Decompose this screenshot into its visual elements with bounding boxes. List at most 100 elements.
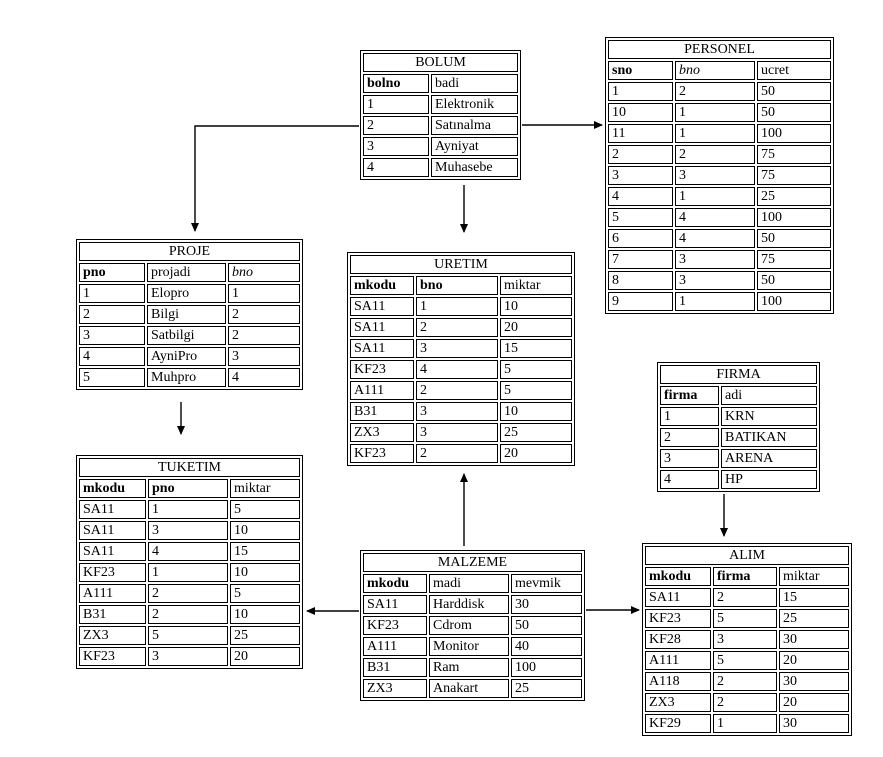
cell: KF28 <box>645 630 711 649</box>
cell: SA11 <box>350 339 414 358</box>
cell: 2 <box>713 693 777 712</box>
cell: 75 <box>757 145 832 164</box>
cell: KF23 <box>645 609 711 628</box>
table-title-bolum: BOLUM <box>363 53 518 72</box>
cell: 100 <box>757 292 832 311</box>
cell: 2 <box>228 305 300 324</box>
table-title-alim: ALIM <box>645 546 850 565</box>
cell: 5 <box>500 381 573 400</box>
cell: B31 <box>79 605 146 624</box>
cell: 30 <box>511 595 582 614</box>
cell: SA11 <box>79 542 146 561</box>
cell: 3 <box>79 326 145 345</box>
cell: 5 <box>713 609 777 628</box>
cell: SA11 <box>350 318 414 337</box>
cell: 40 <box>511 637 582 656</box>
cell: 4 <box>148 542 228 561</box>
cell: B31 <box>350 402 414 421</box>
cell: 3 <box>148 521 228 540</box>
cell: 50 <box>757 271 832 290</box>
cell: 5 <box>230 500 301 519</box>
cell: 2 <box>79 305 145 324</box>
cell: 20 <box>500 318 573 337</box>
cell: 2 <box>675 145 755 164</box>
cell: 5 <box>148 626 228 645</box>
cell: 15 <box>779 588 850 607</box>
table-title-malzeme: MALZEME <box>363 553 582 572</box>
cell: Elopro <box>147 284 226 303</box>
cell: 1 <box>675 292 755 311</box>
cell: KF23 <box>363 616 427 635</box>
cell: B31 <box>363 658 427 677</box>
cell: Ayniyat <box>431 137 518 156</box>
column-header-miktar: miktar <box>230 479 301 498</box>
cell: 15 <box>500 339 573 358</box>
cell: 6 <box>608 229 673 248</box>
cell: 5 <box>713 651 777 670</box>
cell: 5 <box>608 208 673 227</box>
cell: KRN <box>721 407 818 426</box>
cell: SA11 <box>79 521 146 540</box>
column-header-ucret: ucret <box>757 61 832 80</box>
cell: BATIKAN <box>721 428 818 447</box>
cell: 25 <box>230 626 301 645</box>
column-header-miktar: miktar <box>779 567 850 586</box>
column-header-sno: sno <box>608 61 673 80</box>
column-header-pno: pno <box>79 263 145 282</box>
cell: 4 <box>228 368 300 387</box>
cell: 1 <box>416 297 498 316</box>
cell: SA11 <box>350 297 414 316</box>
cell: 11 <box>608 124 673 143</box>
cell: ZX3 <box>350 423 414 442</box>
cell: 2 <box>416 444 498 463</box>
cell: 5 <box>79 368 145 387</box>
cell: 1 <box>148 563 228 582</box>
cell: 2 <box>713 588 777 607</box>
cell: Satbilgi <box>147 326 226 345</box>
column-header-mevmik: mevmik <box>511 574 582 593</box>
cell: 1 <box>363 95 429 114</box>
cell: Muhasebe <box>431 158 518 177</box>
cell: KF29 <box>645 714 711 733</box>
cell: 1 <box>608 82 673 101</box>
cell: Cdrom <box>429 616 509 635</box>
cell: 100 <box>511 658 582 677</box>
cell: 25 <box>757 187 832 206</box>
cell: 15 <box>230 542 301 561</box>
cell: 30 <box>779 714 850 733</box>
cell: ZX3 <box>645 693 711 712</box>
column-header-madi: madi <box>429 574 509 593</box>
cell: Muhpro <box>147 368 226 387</box>
cell: 1 <box>660 407 719 426</box>
cell: 2 <box>675 82 755 101</box>
cell: 3 <box>675 250 755 269</box>
table-title-tuketim: TUKETIM <box>79 458 301 477</box>
cell: 1 <box>148 500 228 519</box>
